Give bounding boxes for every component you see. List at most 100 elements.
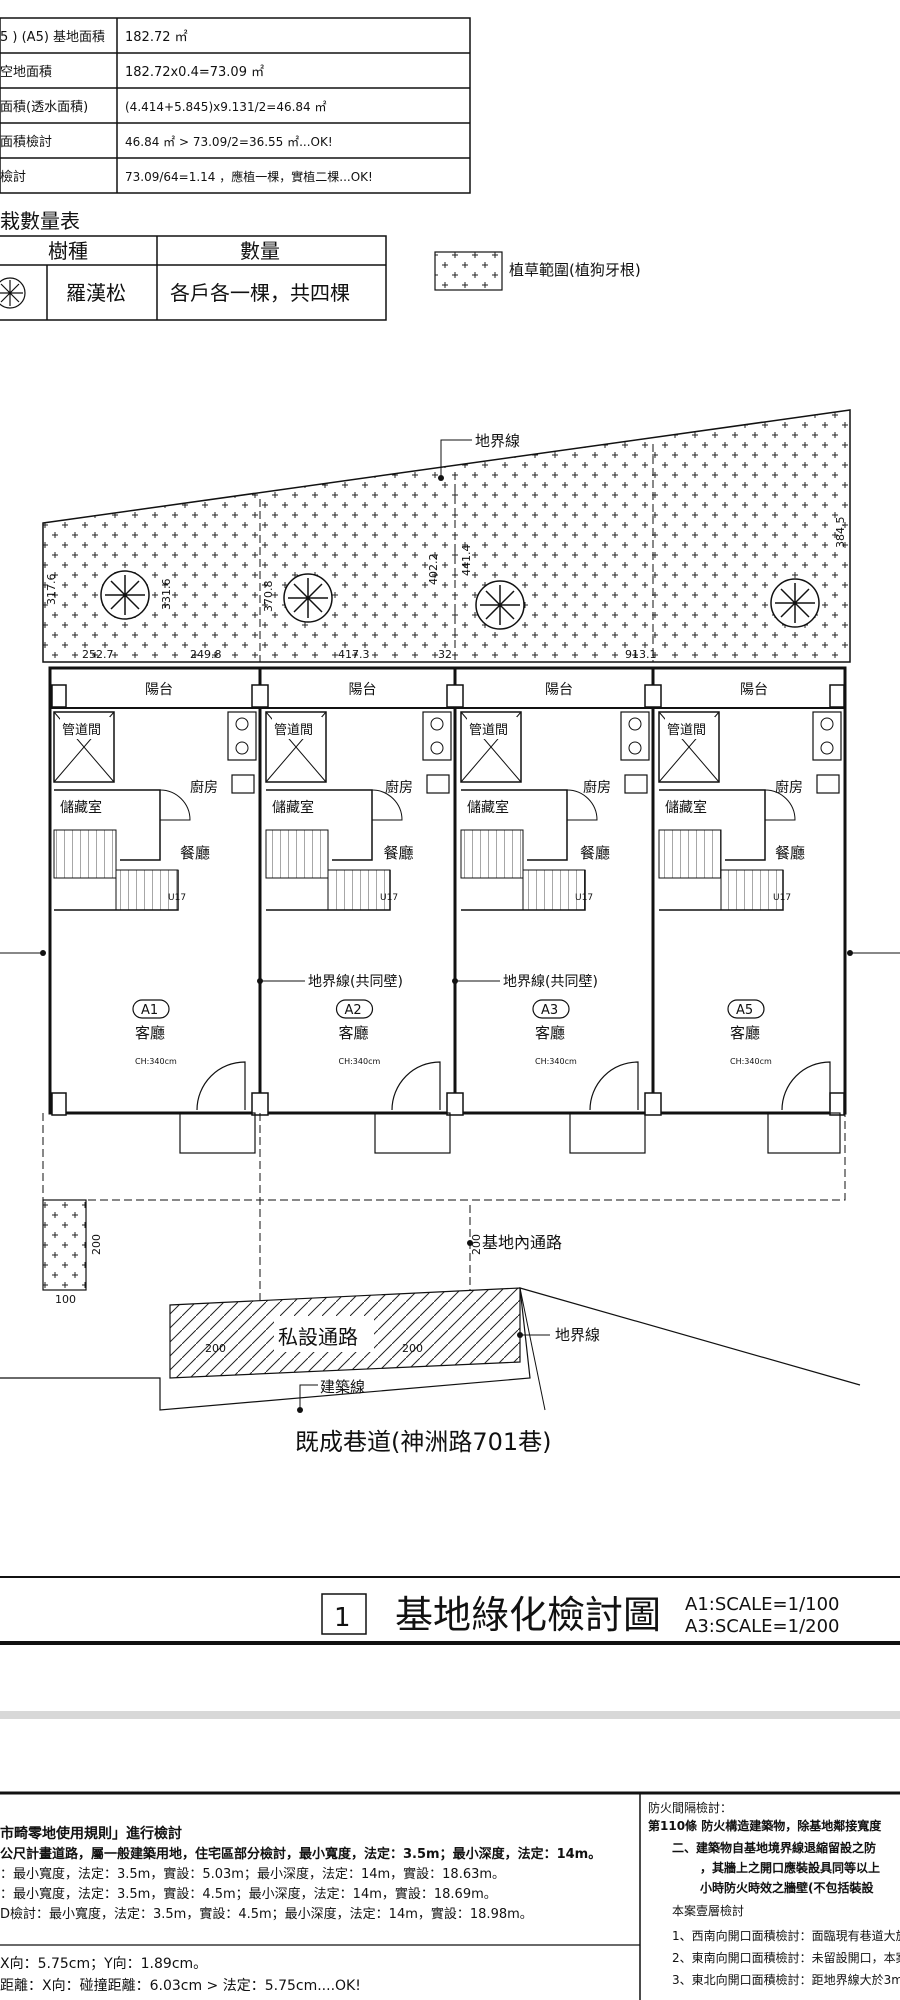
note-right: 小時防火時效之牆壁(不包括裝設 [700,1880,874,1895]
dim-label: 249.8 [190,648,222,661]
note-right: 2、東南向開口面積檢討：未留設開口，本案 [672,1950,900,1965]
note-right: 本案壹層檢討 [672,1903,744,1918]
area-row-label: 檢討 [0,169,26,185]
pipe-room-label: 管道間 [469,723,508,738]
tree-symbol-icon [0,277,26,309]
area-row-label: 5 ) (A5) 基地面積 [0,30,105,45]
inner-road-label: 基地內通路 [482,1233,562,1252]
note-right: 第110條 防火構造建築物，除基地鄰接寬度 [648,1818,882,1833]
kitchen-label: 廚房 [775,779,803,796]
note-left: X向：5.75cm；Y向：1.89cm。 [0,1956,207,1972]
pipe-room-label: 管道間 [274,723,313,738]
building-line-label: 建築線 [320,1378,365,1396]
scale-a3: A3:SCALE=1/200 [685,1616,840,1637]
note-right: 二、建築物自基地境界線退縮留設之防 [672,1840,876,1855]
ceiling-height: CH:340cm [339,1057,381,1066]
street-label: 既成巷道(神洲路701巷) [295,1428,552,1456]
grass-legend-swatch [434,251,503,291]
boundary-label-top: 地界線 [475,432,520,450]
site-plan: 地界線 317.6 331.6 370.8 402.2 441.4 384.5 … [0,409,900,1456]
tree-icon [283,573,333,623]
shared-wall-label: 地界線(共同壁) [503,974,598,990]
tree-species: 羅漢松 [66,281,126,305]
dim-label: 370.8 [262,581,275,613]
storage-label: 儲藏室 [467,799,509,816]
stair-label: U17 [575,893,593,903]
note-left: 距離：X向：碰撞距離：6.03cm > 法定：5.75cm....OK! [0,1977,361,1994]
dim-label: 913.1 [625,648,657,661]
dim-label: 417.3 [338,648,370,661]
boundary-label-bottom: 地界線 [555,1326,600,1344]
dining-label: 餐廳 [384,844,414,862]
area-row-label: 面積檢討 [0,134,52,150]
storage-label: 儲藏室 [665,799,707,816]
pipe-room-label: 管道間 [667,723,706,738]
grass-area [42,409,851,663]
kitchen-label: 廚房 [385,779,413,796]
dining-label: 餐廳 [775,844,805,862]
dining-label: 餐廳 [580,844,610,862]
note-right: ，其牆上之開口應裝設具同等以上 [700,1860,880,1875]
kitchen-label: 廚房 [190,779,218,796]
unit-id-badge: A3 [541,1003,558,1018]
dim-label: 441.4 [460,545,473,577]
tree-icon [475,580,525,630]
ceiling-height: CH:340cm [135,1057,177,1066]
drawing-number-box [321,1593,367,1635]
unit-id-badge: A1 [141,1003,158,1018]
stair-label: U17 [380,893,398,903]
dim-label: 100 [55,1293,76,1306]
area-row-value: (4.414+5.845)x9.131/2=46.84 ㎡ [125,100,326,114]
area-row-value: 73.09/64=1.14 ，應植一棵，實植二棵...OK! [125,169,373,184]
note-left: 公尺計畫道路，屬一般建築用地，住宅區部分檢討，最小寬度，法定：3.5m；最小深度… [0,1846,601,1862]
tree-table-title: 栽數量表 [0,209,80,233]
note-right: 3、東北向開口面積檢討：距地界線大於3m [672,1972,900,1987]
unit-id-badge: A5 [736,1003,753,1018]
tree-icon [100,570,150,620]
dim-label: 200 [90,1234,103,1255]
balcony-label: 陽台 [545,682,573,698]
balcony-label: 陽台 [349,682,377,698]
pipe-room-label: 管道間 [62,723,101,738]
dim-label: 200 [470,1234,483,1255]
balcony-label: 陽台 [740,682,768,698]
note-right: 1、西南向開口面積檢討：面臨現有巷道大於 [672,1928,900,1943]
living-room-label: 客廳 [135,1024,165,1042]
dim-label: 32 [438,648,452,661]
dining-label: 餐廳 [180,844,210,862]
living-room-label: 客廳 [339,1024,369,1042]
dim-label: 317.6 [45,574,58,606]
dim-label: 384.5 [834,517,847,549]
grass-legend-label: 植草範圍(植狗牙根) [509,261,641,279]
storage-label: 儲藏室 [60,799,102,816]
area-row-label: 面積(透水面積) [0,100,88,115]
area-row-label: 空地面積 [0,65,52,80]
area-table [0,17,471,194]
area-row-value: 182.72 ㎡ [125,30,188,45]
drawing-number: 1 [334,1603,351,1633]
note-right: 防火間隔檢討： [648,1800,732,1815]
note-left: 市畸零地使用規則」進行檢討 [0,1825,182,1842]
tree-table [0,235,387,321]
unit-id-badge: A2 [345,1003,362,1018]
grass-area [42,1199,87,1291]
building-outline [48,666,847,1115]
dim-label: 331.6 [160,579,173,611]
living-room-label: 客廳 [730,1024,760,1042]
tree-header-qty: 數量 [240,239,280,263]
dim-label: 252.7 [82,648,114,661]
area-row-value: 46.84 ㎡ > 73.09/2=36.55 ㎡...OK! [125,135,333,149]
stair-label: U17 [168,893,186,903]
dim-label: 200 [205,1342,226,1355]
stair-label: U17 [773,893,791,903]
area-row-value: 182.72x0.4=73.09 ㎡ [125,65,264,80]
kitchen-label: 廚房 [583,779,611,796]
tree-icon [770,578,820,628]
tree-header-species: 樹種 [48,239,88,263]
storage-label: 儲藏室 [272,799,314,816]
